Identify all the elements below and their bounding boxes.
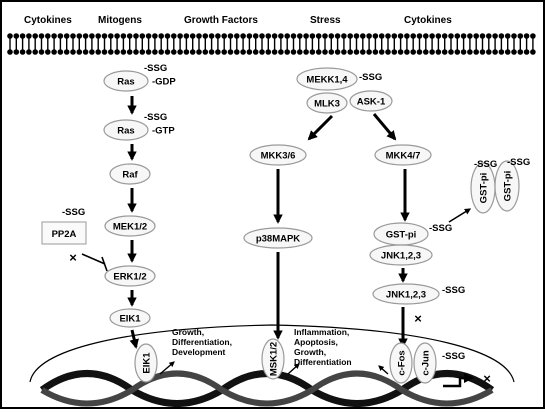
msk-label: MSK1/2 xyxy=(269,342,280,376)
ras-gtp-state: -GTP xyxy=(152,126,175,137)
mid-outcome-line-2: Apoptosis, xyxy=(294,337,338,347)
signaling-diagram: Cytokines Mitogens Growth Factors Stress… xyxy=(7,15,536,407)
jnk-a-node xyxy=(369,244,433,266)
mlk3-label: MLK3 xyxy=(314,99,340,110)
jnk-b-node xyxy=(372,283,440,305)
erk-label: ERK1/2 xyxy=(113,272,146,283)
nuclear-elk-node xyxy=(134,343,158,383)
ras-gdp-state: -GDP xyxy=(152,77,176,88)
mid-outcome-line-3: Growth, xyxy=(294,347,326,357)
header-growth-factors: Growth Factors xyxy=(184,15,258,26)
ras-gdp-label: Ras xyxy=(117,77,134,88)
gst-pi-ssg: -SSG xyxy=(429,223,452,234)
nuclear-envelope xyxy=(29,324,515,383)
cjun-label: c-Jun xyxy=(421,350,432,376)
arrow-elk-to-nucleus xyxy=(129,329,139,349)
jnk-b-label: JNK1,2,3 xyxy=(386,290,426,301)
cfos-node xyxy=(389,342,413,384)
p38-label: p38MAPK xyxy=(256,234,300,245)
ask1-node xyxy=(349,90,393,112)
erk-node xyxy=(104,265,156,287)
cjun-ssg: -SSG xyxy=(442,351,465,362)
ras-gdp-node xyxy=(103,70,149,92)
arrow-to-mkk47 xyxy=(372,113,397,141)
gst-dimer-label-1: GST-pi xyxy=(479,173,490,204)
msk-node xyxy=(261,338,285,380)
mid-outcome-line-1: Inflammation, xyxy=(294,327,349,337)
pp2a-label: PP2A xyxy=(52,229,77,240)
mkk47-node xyxy=(374,144,432,166)
jnk-a-label: JNK1,2,3 xyxy=(381,251,421,262)
header-cytokines-left: Cytokines xyxy=(24,15,72,26)
p38-node xyxy=(243,227,313,249)
ras-gtp-ssg: -SSG xyxy=(144,112,167,123)
transcription-start-arrow xyxy=(443,373,474,388)
gst-dimer-ssg-1: -SSG xyxy=(474,159,497,170)
raf-label: Raf xyxy=(122,170,138,181)
left-outcome-line-2: Differentiation, xyxy=(172,337,232,347)
mkk36-label: MKK3/6 xyxy=(261,151,296,162)
left-outcome-line-1: Growth, xyxy=(172,327,204,337)
transcription-block-mark: × xyxy=(483,371,491,386)
cfos-label: c-Fos xyxy=(397,350,408,375)
arrow-to-mkk36 xyxy=(307,114,334,141)
cjun-node xyxy=(413,342,437,384)
gst-dimer-node-2 xyxy=(494,160,520,212)
gst-dimer-label-2: GST-pi xyxy=(503,171,514,202)
gst-pi-label: GST-pi xyxy=(386,230,417,241)
elk-label: EIK1 xyxy=(119,314,141,325)
left-outcome-line-3: Development xyxy=(172,347,226,357)
ask1-label: ASK-1 xyxy=(357,97,386,108)
elk-node xyxy=(109,308,151,328)
cell-membrane xyxy=(7,33,536,55)
gst-dimer-ssg-2: -SSG xyxy=(507,157,530,168)
ras-gdp-ssg: -SSG xyxy=(144,63,167,74)
arrow-ap1-left xyxy=(378,365,389,375)
mid-outcome-line-4: Differentiation xyxy=(294,357,352,367)
mekk-ssg: -SSG xyxy=(359,72,382,83)
ras-gtp-label: Ras xyxy=(117,126,134,137)
jnk-b-ssg: -SSG xyxy=(442,285,465,296)
mekk-node xyxy=(296,67,358,91)
pp2a-box xyxy=(41,221,87,245)
mkk47-label: MKK4/7 xyxy=(386,151,421,162)
header-stress: Stress xyxy=(310,15,341,26)
mlk3-node xyxy=(306,92,348,114)
mek-label: MEK1/2 xyxy=(113,222,147,233)
pp2a-ssg: -SSG xyxy=(62,207,85,218)
header-cytokines-right: Cytokines xyxy=(404,15,452,26)
pp2a-block-mark: × xyxy=(69,250,77,265)
arrow-msk-to-outcome xyxy=(287,363,300,375)
raf-node xyxy=(109,163,151,185)
arrow-gst-to-dimer xyxy=(448,208,472,223)
ras-gtp-node xyxy=(103,119,149,141)
pp2a-inhibition-line xyxy=(81,253,106,265)
nuclear-elk-label: EIK1 xyxy=(142,352,153,374)
jnk-block-mark: × xyxy=(414,311,422,326)
header-mitogens: Mitogens xyxy=(98,15,142,26)
pp2a-inhibition-bar xyxy=(101,256,108,272)
mekk-label: MEKK1,4 xyxy=(306,75,348,86)
mkk36-node xyxy=(249,144,307,166)
mek-node xyxy=(104,215,156,237)
arrow-elk-to-outcome xyxy=(159,361,175,375)
